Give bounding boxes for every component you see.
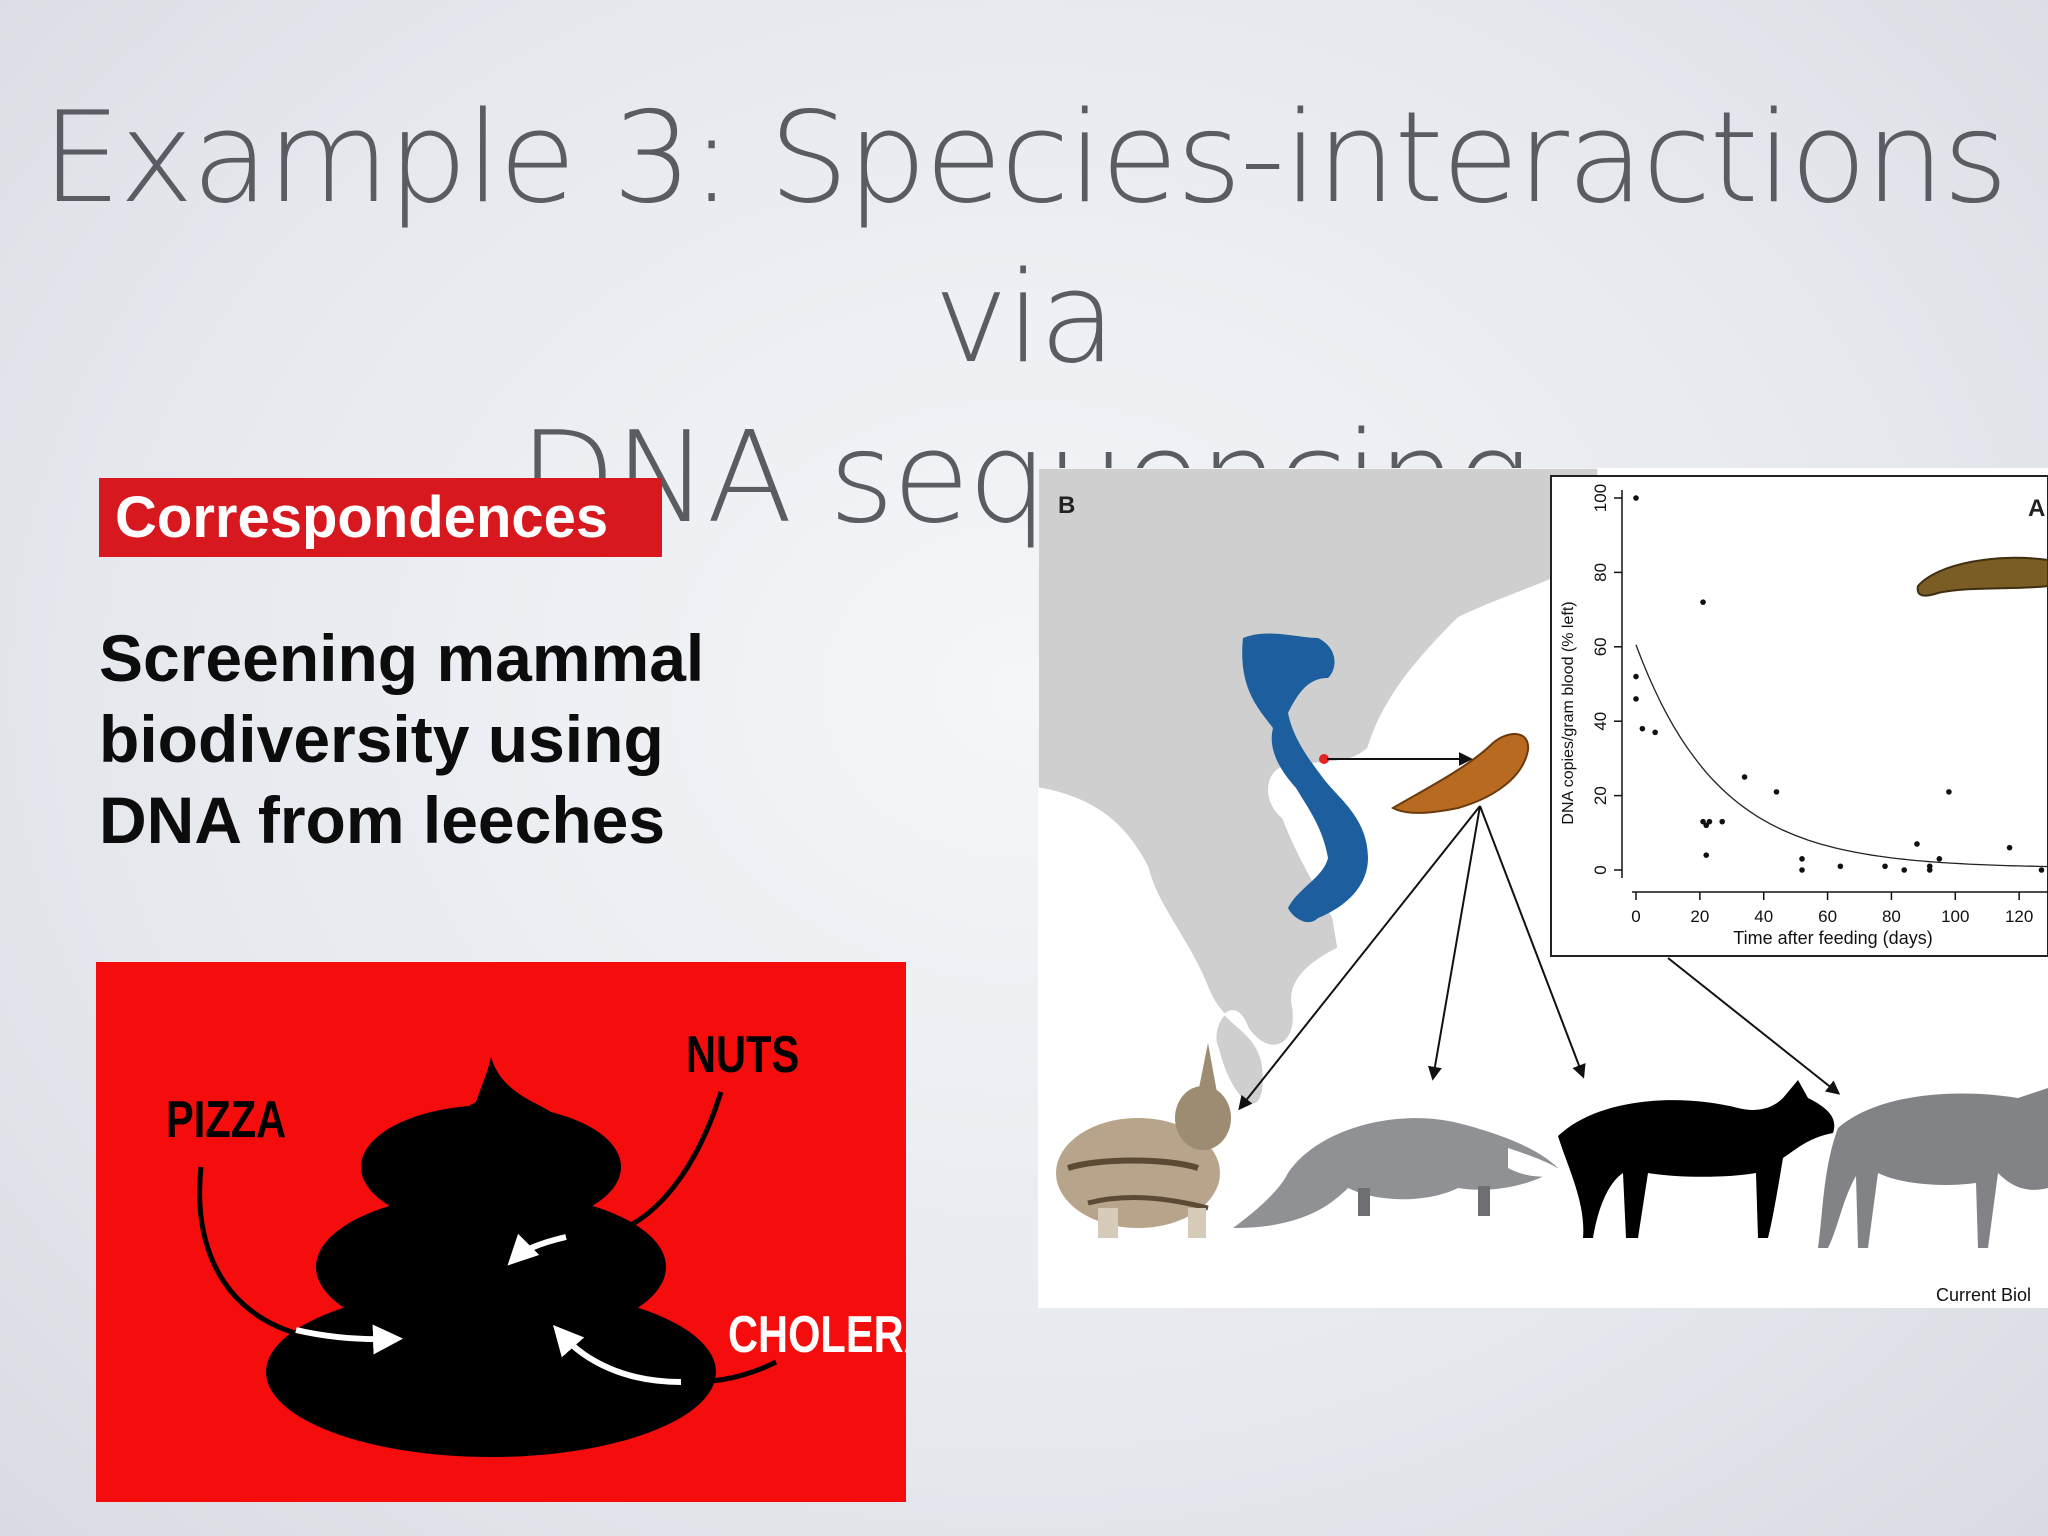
ferret-badger-illustration [1233,1118,1563,1228]
figure-credit: Current Biol [1936,1285,2031,1305]
correspondences-tag: Correspondences [99,478,662,557]
chart-point [1639,725,1646,732]
chart-point [1946,789,1952,795]
chart-fit-curve [1635,644,2048,868]
subtitle-line-1: Screening mammal [99,621,705,695]
chart-y-tick-label: 100 [1591,484,1610,512]
chart-point [1703,852,1710,858]
chart-point [1901,867,1907,873]
chart-x-tick-label: 100 [1941,907,1969,926]
poop-icon [266,1057,716,1457]
chart-x-tick-label: 0 [1631,907,1640,926]
chart-leech-illustration [1916,556,2048,597]
chart-point [1700,599,1706,605]
chart-point [1837,863,1844,870]
chart-point [2006,844,2013,851]
southeast-asia-map: B [1038,468,1599,1105]
chart-y-tick-label: 40 [1591,712,1610,731]
chart-x-tick-label: 120 [2005,907,2033,926]
dna-decay-chart: 02040608010012014020406080100 Time after… [1550,475,2048,957]
chart-y-label: DNA copies/gram blood (% left) [1560,601,1577,824]
chart-point [1703,822,1710,829]
poop-diet-graphic: PIZZA NUTS CHOLERA [96,962,934,1502]
chart-point [1652,729,1658,736]
chart-point [1799,856,1805,862]
label-pizza: PIZZA [166,1090,286,1149]
subtitle-line-3: DNA from leeches [99,783,666,857]
chart-x-tick-label: 80 [1882,907,1901,926]
chart-point [1936,856,1943,862]
chart-y-tick-label: 80 [1591,563,1610,582]
chart-point [1799,867,1805,873]
chart-y-tick-label: 0 [1591,865,1610,874]
panel-b-label: B [1058,492,1075,519]
label-nuts: NUTS [686,1025,799,1084]
chart-point [2038,867,2045,873]
chart-point [1633,673,1639,680]
title-line-1: Example 3: Species-interactions via [41,84,2009,391]
chart-y-tick-label: 60 [1591,637,1610,656]
muntjac-silhouette [1558,1080,1835,1238]
subtitle-line-2: biodiversity using [99,702,664,776]
chart-x-label: Time after feeding (days) [1733,928,1932,948]
chart-point [1773,789,1780,795]
chart-x-tick-label: 60 [1818,907,1837,926]
chart-point [1633,495,1639,501]
chart-point [1633,696,1639,702]
chart-x-tick-label: 40 [1754,907,1773,926]
chart-y-tick-label: 20 [1591,786,1610,805]
chart-point [1741,774,1748,780]
article-title: Screening mammal biodiversity using DNA … [99,618,819,861]
chart-point [1706,818,1713,825]
panel-a-label: A [2028,495,2045,522]
chart-point [1700,818,1706,825]
rabbit-illustration [1056,1043,1231,1238]
chart-point [1882,863,1888,870]
chart-point [1719,818,1726,825]
leech-illustration [1390,733,1530,814]
chart-x-tick-label: 20 [1690,907,1709,926]
label-cholera: CHOLERA [728,1305,906,1364]
chart-point [1926,867,1933,873]
chart-point [1914,841,1920,847]
leech-figure: B 02040608010012014020406080100 Time aft… [1038,468,2048,1308]
serow-illustration [1818,1088,2048,1248]
